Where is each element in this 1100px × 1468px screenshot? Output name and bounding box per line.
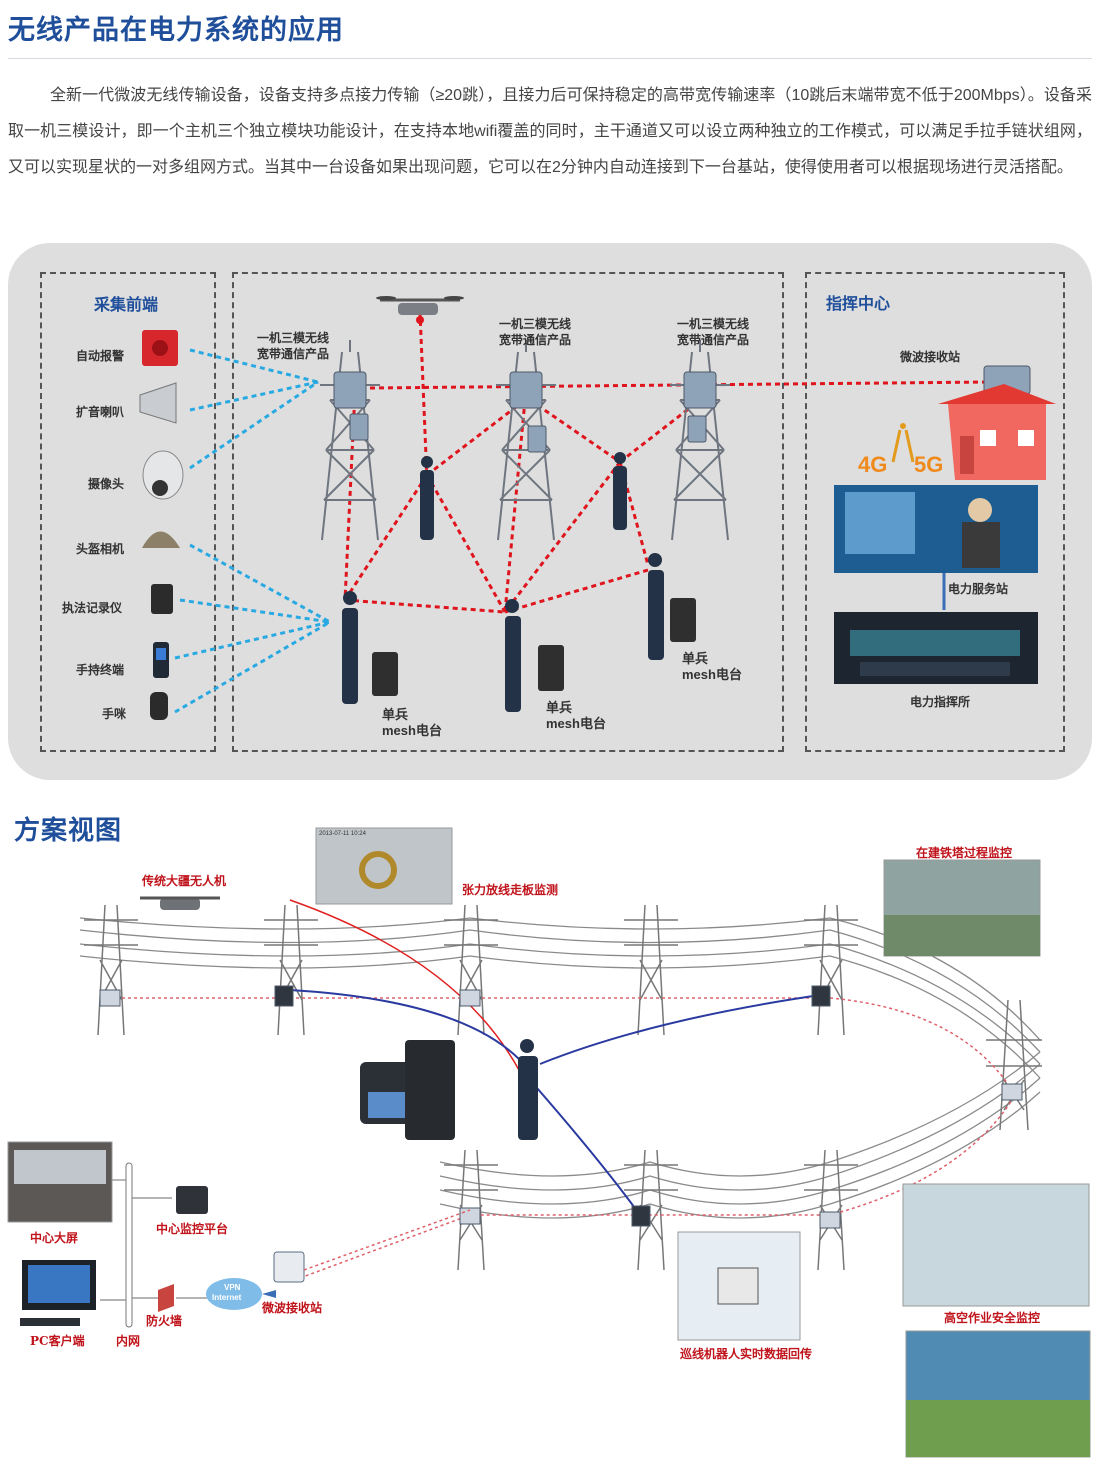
front-end-title: 采集前端: [94, 297, 159, 314]
drone-icon: [376, 296, 464, 324]
radio-chain-links: [110, 997, 1013, 1279]
tower-link-beam: [289, 989, 521, 1061]
soldier-1-label-line2: mesh电台: [382, 723, 442, 738]
badge-4g: 4G: [858, 452, 888, 477]
tower-2-label-line1: 一机三模无线: [498, 317, 571, 331]
tower-2-label: 一机三模无线 宽带通信产品: [493, 316, 577, 348]
tower-2-icon: [496, 340, 556, 541]
dji-drone-icon: [140, 896, 220, 910]
photo-timestamp: 2013-07-11 10:24: [319, 831, 366, 837]
label-handheld: 手持终端: [76, 663, 125, 677]
tower-radio-units: [333, 365, 1031, 453]
caption-receiver: 微波接收站: [262, 1301, 323, 1315]
firewall-icon: [158, 1284, 174, 1312]
pc-keyboard-icon: [20, 1318, 80, 1326]
body-camera-icon: [151, 584, 173, 614]
caption-monitoring-platform: 中心监控平台: [156, 1222, 229, 1236]
sensor-links: [174, 348, 331, 714]
loudspeaker-icon: [139, 382, 177, 424]
tower-2-label-line2: 宽带通信产品: [498, 333, 571, 347]
caption-central-screen: 中心大屏: [30, 1231, 79, 1245]
tower-3-label-line2: 宽带通信产品: [676, 333, 749, 347]
soldier-icons: [342, 452, 664, 712]
helmet-camera-icon: [142, 531, 180, 548]
label-command-post: 电力指挥所: [910, 695, 971, 709]
label-loudspeaker: 扩音喇叭: [76, 405, 125, 419]
receiver-link: [303, 1209, 471, 1271]
lower-link-beam: [529, 1079, 641, 1216]
label-body-camera: 执法记录仪: [62, 601, 123, 615]
tower-1-label-line1: 一机三模无线: [256, 331, 329, 345]
tower-3-label: 一机三模无线 宽带通信产品: [671, 316, 755, 348]
soldier-2-label-line1: 单兵: [546, 700, 573, 715]
soldier-3-label: 单兵 mesh电台: [682, 651, 752, 683]
title-divider: [8, 58, 1092, 59]
speaker-mic-icon: [150, 692, 168, 720]
operator-icon: [518, 1039, 538, 1140]
caption-drone: 传统大疆无人机: [142, 874, 227, 888]
mesh-case-icon: [405, 1040, 455, 1140]
caption-line-robot: 巡线机器人实时数据回传: [680, 1347, 813, 1361]
label-helmet-camera: 头盔相机: [76, 542, 125, 556]
internet-label: Internet: [212, 1293, 242, 1302]
page-title: 无线产品在电力系统的应用: [8, 15, 344, 45]
caption-tower-monitor: 在建铁塔过程监控: [916, 846, 1013, 860]
label-service-station: 电力服务站: [948, 582, 1009, 596]
network-connectors: [100, 1179, 210, 1301]
tower-3-label-line1: 一机三模无线: [676, 317, 749, 331]
power-lines: [79, 917, 1041, 1219]
network-group: [232, 272, 784, 752]
vpn-cloud-icon: [206, 1278, 262, 1310]
microwave-receiver-icon: [273, 1251, 305, 1283]
tower-radio-units-2: [99, 985, 1023, 1229]
high-altitude-photo: [902, 1183, 1090, 1307]
signal-tower-icon: [891, 423, 915, 463]
solution-diagram-graphics: [7, 827, 1091, 1458]
mesh-radio-pack-icons: [372, 598, 696, 696]
command-center-group: [805, 272, 1065, 752]
intro-paragraph: 全新一代微波无线传输设备，设备支持多点接力传输（≥20跳），且接力后可保持稳定的…: [8, 87, 1092, 176]
lattice-towers: [84, 904, 1042, 1271]
soldier-1-label: 单兵 mesh电台: [382, 707, 452, 739]
drone-link-beam: [289, 899, 521, 1073]
soldier-1-label-line1: 单兵: [382, 707, 409, 722]
soldier-2-label: 单兵 mesh电台: [546, 700, 616, 732]
tower-1-label-line2: 宽带通信产品: [256, 347, 329, 361]
soldier-2-label-line2: mesh电台: [546, 716, 606, 731]
front-end-group: [40, 272, 216, 752]
soldier-3-label-line1: 单兵: [682, 651, 709, 666]
caption-firewall: 防火墙: [146, 1314, 183, 1328]
handheld-screen-icon: [156, 648, 166, 660]
vpn-label: VPN: [224, 1283, 241, 1292]
soldier-3-label-line2: mesh电台: [682, 667, 742, 682]
caption-intranet: 内网: [116, 1334, 141, 1348]
camera-lens-icon: [152, 480, 168, 496]
caption-pc-client: PC客户端: [30, 1334, 85, 1348]
label-auto-alarm: 自动报警: [76, 349, 125, 363]
caption-tension: 张力放线走板监测: [462, 883, 559, 897]
badge-5g: 5G: [914, 452, 944, 477]
tower-link-beam-right: [539, 994, 821, 1065]
alarm-button-icon: [152, 340, 168, 356]
caption-high-altitude: 高空作业安全监控: [944, 1311, 1041, 1325]
vpn-arrow-icon: [262, 1290, 276, 1298]
label-receiver: 微波接收站: [900, 350, 961, 364]
label-speaker-mic: 手咪: [102, 707, 127, 721]
monitoring-server-icon: [176, 1186, 208, 1214]
label-camera: 摄像头: [88, 477, 125, 491]
command-center-title: 指挥中心: [826, 296, 891, 313]
base-station-building-icon: [938, 384, 1056, 480]
application-diagram-graphics: [139, 296, 1056, 720]
intranet-bus: [125, 1162, 133, 1328]
tower-1-label: 一机三模无线 宽带通信产品: [251, 330, 335, 362]
solution-view-title: 方案视图: [14, 815, 123, 845]
tension-stringing-photo: [315, 827, 453, 905]
